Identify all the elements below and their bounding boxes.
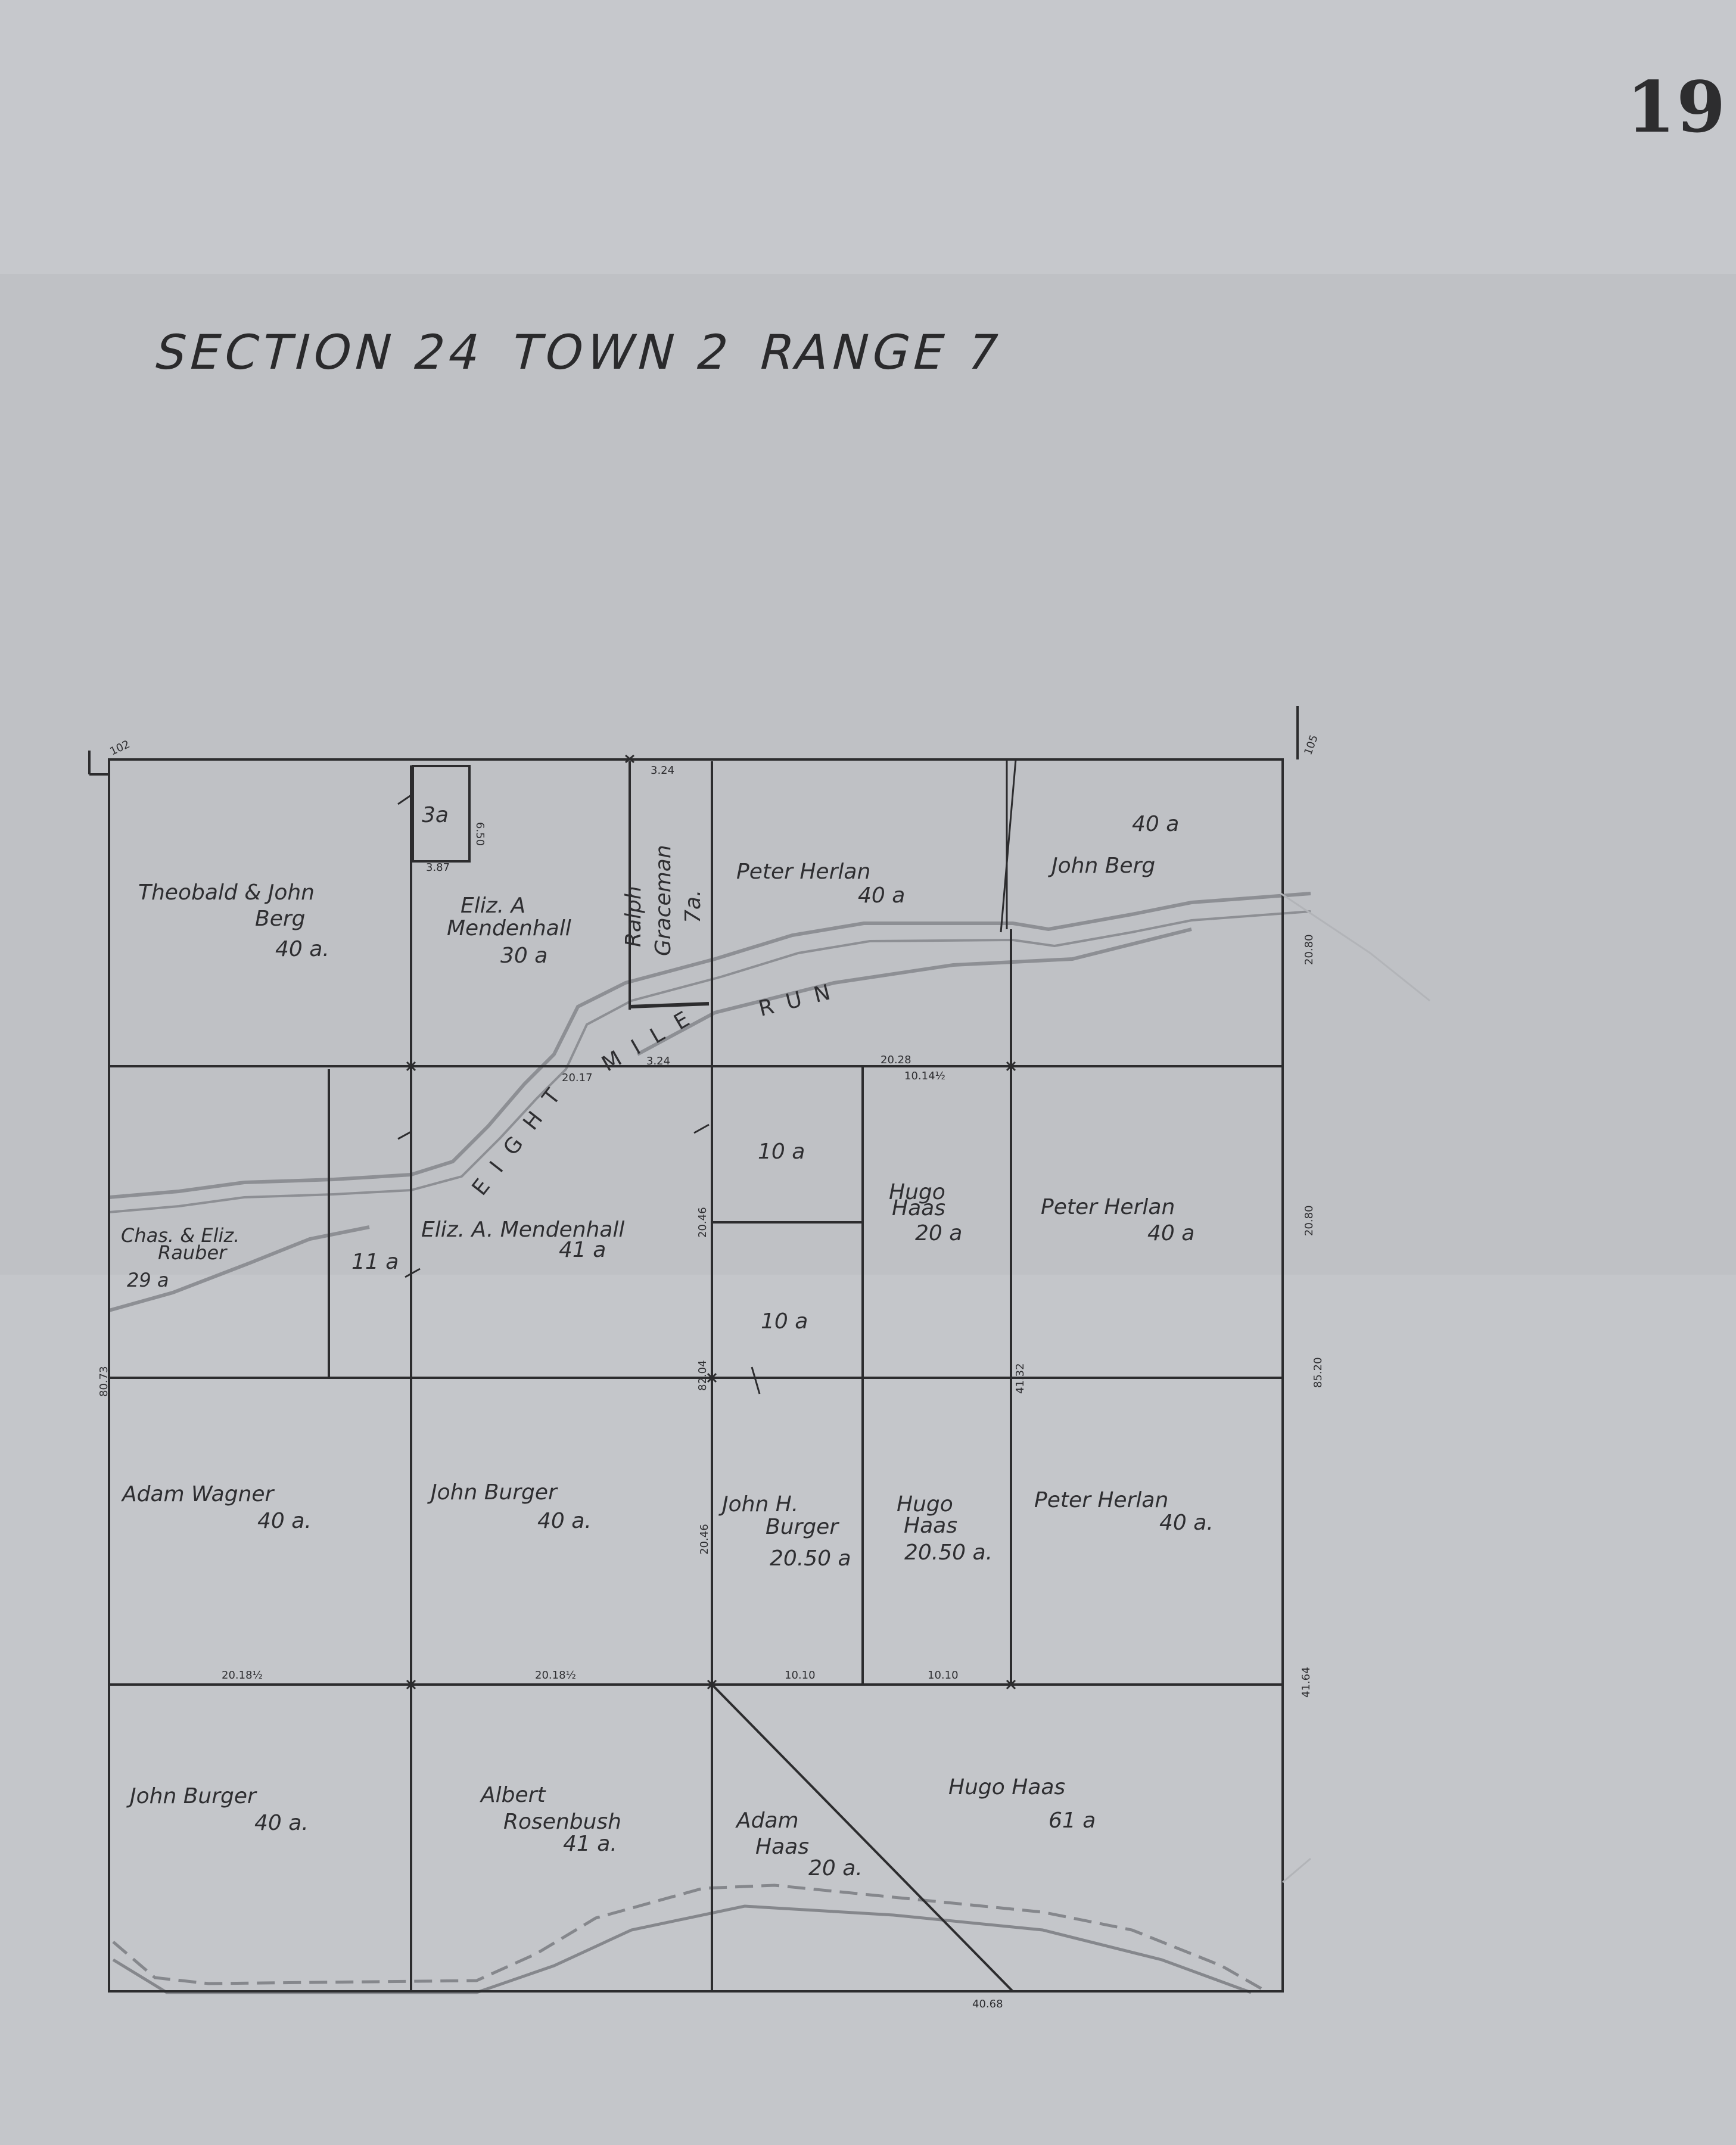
measure-105: 105 bbox=[1302, 733, 1320, 756]
paper-lower-band bbox=[0, 1275, 1736, 2145]
parcel-3a: 3a bbox=[422, 803, 449, 827]
measure-4132: 41.32 bbox=[1014, 1363, 1026, 1394]
graceman-south bbox=[629, 1002, 710, 1008]
ownership-tie-1 bbox=[397, 794, 412, 805]
measure-8073: 80.73 bbox=[98, 1366, 110, 1397]
paper-top-band bbox=[0, 0, 1736, 274]
parcel-10a-upper: 10 a bbox=[758, 1140, 805, 1164]
measure-2017: 20.17 bbox=[562, 1072, 593, 1084]
measure-2080-a: 20.80 bbox=[1303, 934, 1315, 965]
measure-8204: 82.04 bbox=[696, 1360, 709, 1391]
stream-word-run: RUN bbox=[756, 977, 845, 1022]
ownership-tie-4 bbox=[751, 1366, 761, 1394]
measure-650: 6.50 bbox=[474, 822, 486, 846]
ownership-tie-5 bbox=[405, 1268, 421, 1278]
measure-1010a: 10.10 bbox=[785, 1669, 816, 1682]
measure-8520: 85.20 bbox=[1312, 1357, 1324, 1388]
measure-4068: 40.68 bbox=[972, 1998, 1003, 2010]
stream-word-eight: EIGHT bbox=[468, 1072, 575, 1200]
measure-2028: 20.28 bbox=[881, 1054, 911, 1066]
page-number: 19 bbox=[1626, 66, 1727, 148]
parcel-11a: 11 a bbox=[351, 1250, 399, 1274]
measure-2018b: 20.18½ bbox=[535, 1669, 576, 1682]
measure-2046: 20.46 bbox=[696, 1207, 709, 1238]
section-boundaries bbox=[88, 706, 1299, 1993]
measure-387: 3.87 bbox=[426, 861, 450, 874]
stream-label: EIGHT MILE RUN bbox=[468, 977, 846, 1200]
lot-3a-outline bbox=[412, 765, 471, 863]
measure-2018a: 20.18½ bbox=[222, 1669, 263, 1682]
ownership-tie-3 bbox=[693, 1123, 710, 1134]
corner-ticks bbox=[397, 754, 1016, 1690]
measure-1010b: 10.10 bbox=[928, 1669, 959, 1682]
measure-2080-b: 20.80 bbox=[1303, 1205, 1315, 1236]
paper-fold-marks bbox=[1280, 892, 1430, 1884]
section-outline bbox=[108, 758, 1284, 1993]
measure-324-mid: 3.24 bbox=[646, 1055, 670, 1067]
measure-2046b: 20.46 bbox=[698, 1524, 711, 1555]
parcel-10a-lower: 10 a bbox=[761, 1309, 808, 1334]
ownership-tie-2 bbox=[397, 1131, 412, 1140]
paper-middle-band bbox=[0, 274, 1736, 1275]
measure-1014: 10.14½ bbox=[904, 1070, 945, 1082]
measure-324-top: 3.24 bbox=[651, 764, 674, 777]
south-stream bbox=[112, 1884, 1264, 1994]
adam-haas-diagonal bbox=[711, 1683, 1014, 1993]
measure-102: 102 bbox=[108, 738, 132, 758]
measure-4164: 41.64 bbox=[1300, 1667, 1312, 1698]
measurement-labels: 102 105 3.24 6.50 3.87 20.17 3.24 20.28 … bbox=[98, 733, 1324, 2010]
